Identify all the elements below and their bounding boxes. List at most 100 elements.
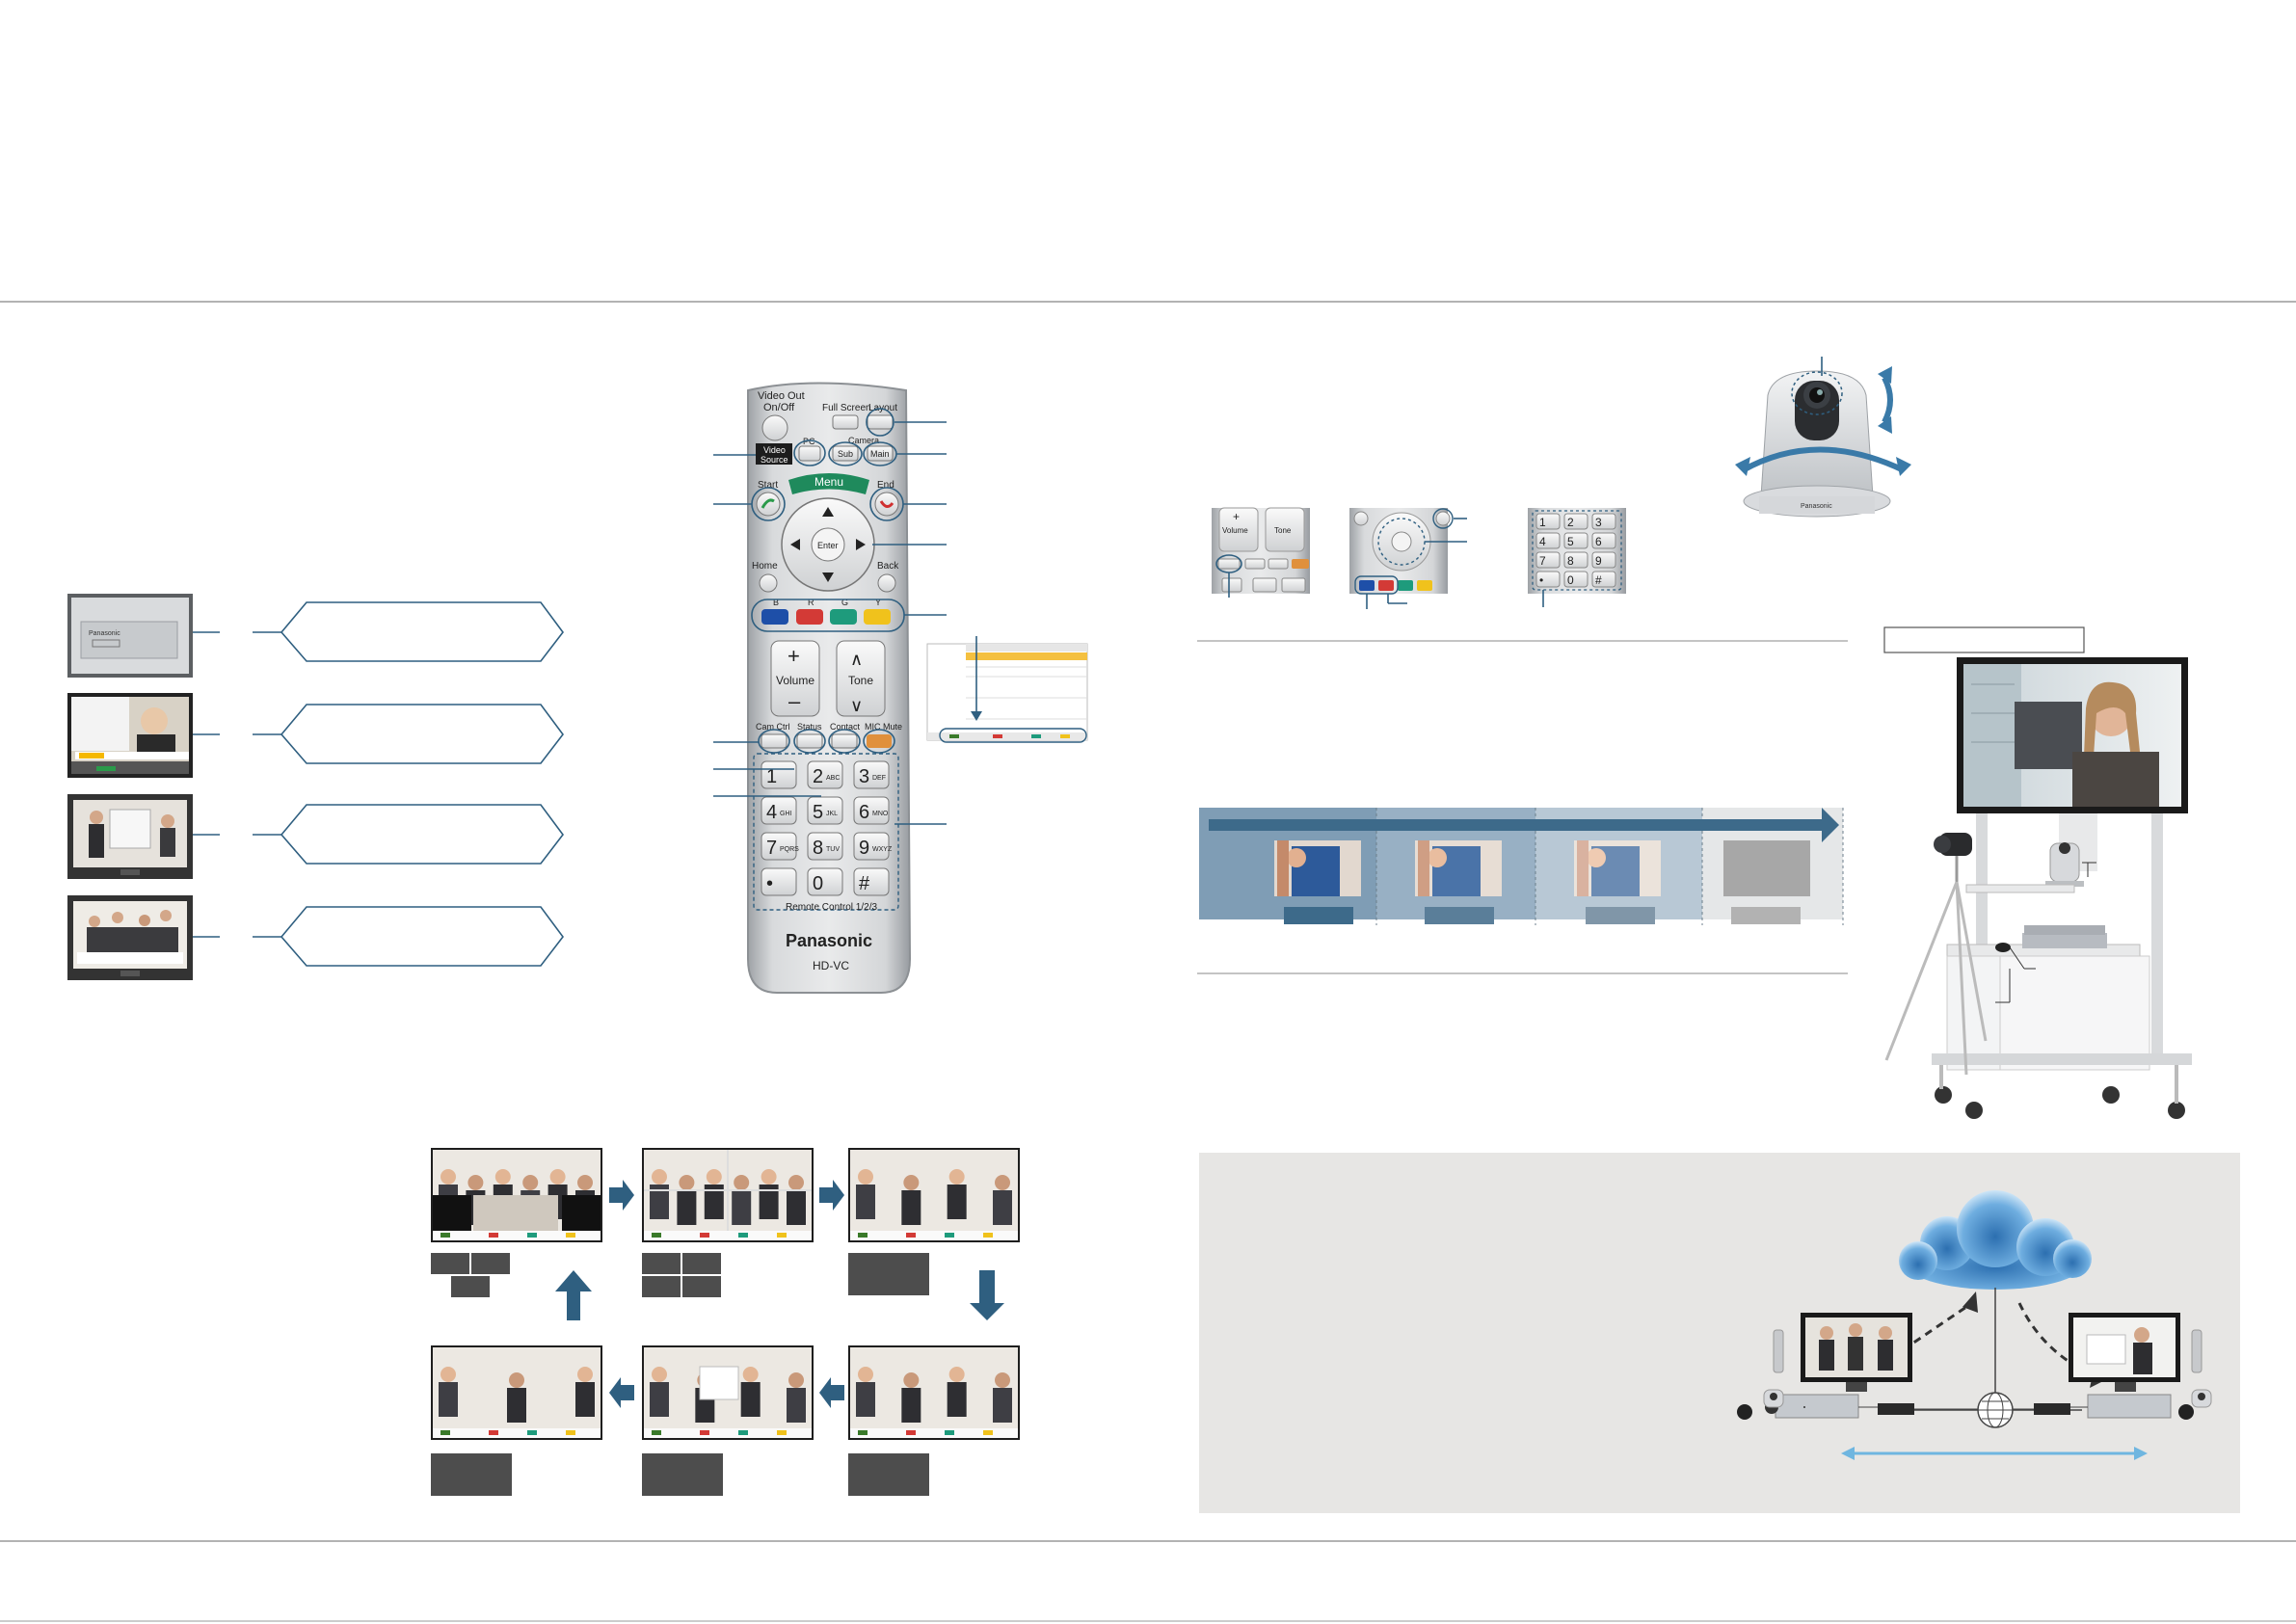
- detail-keypad-number: 8: [1567, 554, 1574, 568]
- keypad-key[interactable]: [761, 796, 797, 825]
- remote-control-label: Remote Control 1/2/3: [786, 902, 877, 913]
- sub-button[interactable]: [832, 445, 859, 462]
- dpad-up-icon[interactable]: [822, 507, 834, 517]
- volume-rocker[interactable]: [770, 640, 820, 717]
- contact-list-thumbnail: [926, 636, 1088, 743]
- keypad-key-number: 3: [859, 766, 869, 787]
- layout-indicator: [471, 1253, 510, 1274]
- detail-keypad-number: #: [1595, 573, 1602, 587]
- keypad-key-letters: JKL: [826, 811, 838, 817]
- keypad-key-number: 8: [813, 838, 823, 859]
- detail-keypad-number: 2: [1567, 516, 1574, 529]
- camera-label: Camera: [848, 436, 879, 445]
- full-screen-button[interactable]: [832, 414, 859, 430]
- keypad-key[interactable]: [807, 867, 843, 896]
- keypad-key[interactable]: [807, 760, 843, 789]
- red-button[interactable]: [796, 609, 823, 625]
- detail-keypad-number: •: [1539, 573, 1543, 587]
- layout-label: Layout: [868, 403, 897, 413]
- enter-label: Enter: [817, 541, 839, 550]
- keypad-key[interactable]: [807, 832, 843, 861]
- keypad-key-letters: DEF: [872, 775, 886, 782]
- sub-label: Sub: [838, 449, 853, 459]
- layout-indicator: [848, 1453, 929, 1496]
- svg-text:–: –: [788, 689, 801, 713]
- arrow-down-icon: [971, 711, 982, 721]
- video-source-button[interactable]: [756, 443, 792, 465]
- detail-keypad-key: [1535, 551, 1561, 569]
- cam-ctrl-button[interactable]: [761, 733, 788, 749]
- yellow-button[interactable]: [864, 609, 891, 625]
- end-button[interactable]: [874, 492, 899, 517]
- dpad-left-icon[interactable]: [790, 539, 800, 550]
- status-label: Status: [797, 722, 822, 732]
- detail-volume-label: Volume: [1222, 526, 1248, 535]
- detail-keypad-key: [1563, 551, 1589, 569]
- detail-keypad-key: [1535, 513, 1561, 530]
- status-button[interactable]: [796, 733, 823, 749]
- arrow-right-icon: [609, 1180, 634, 1211]
- contact-button[interactable]: [831, 733, 858, 749]
- video-out-button[interactable]: [761, 414, 788, 441]
- color-y-label: Y: [875, 598, 881, 607]
- blue-button[interactable]: [761, 609, 788, 625]
- detail-keypad-number: 5: [1567, 535, 1574, 548]
- main-button[interactable]: [867, 445, 894, 462]
- codec-logo: Panasonic: [89, 630, 120, 637]
- keypad-key[interactable]: [853, 760, 890, 789]
- keypad-key[interactable]: [853, 796, 890, 825]
- keypad-key-letters: TUV: [826, 846, 840, 853]
- arrow-right-icon: [819, 1180, 844, 1211]
- svg-text:+: +: [1233, 510, 1240, 523]
- keypad-key[interactable]: [853, 867, 890, 896]
- enter-button[interactable]: [811, 527, 845, 562]
- detail-keypad-key: [1563, 571, 1589, 588]
- on-off-label: On/Off: [763, 402, 795, 413]
- detail-keypad-key: [1535, 532, 1561, 549]
- back-button[interactable]: [877, 573, 896, 593]
- dpad-right-icon[interactable]: [856, 539, 866, 550]
- home-label: Home: [752, 561, 778, 572]
- volume-label: Volume: [776, 674, 814, 687]
- layout-indicator: [431, 1253, 469, 1274]
- pc-label: PC: [803, 437, 815, 446]
- start-label: Start: [758, 480, 778, 491]
- layout-button[interactable]: [867, 414, 894, 430]
- keypad-key-letters: ABC: [826, 775, 840, 782]
- detail-keypad-number: 4: [1539, 535, 1546, 548]
- keypad-key-number: 1: [766, 766, 777, 787]
- mic-mute-button[interactable]: [867, 734, 892, 748]
- dpad-down-icon[interactable]: [822, 572, 834, 582]
- remote-detail-volume: + Volume Tone: [1212, 507, 1310, 598]
- hexagon-callout-2: [280, 704, 565, 764]
- layout-flow: [431, 1148, 1020, 1496]
- detail-keypad-number: 3: [1595, 516, 1602, 529]
- detail-keypad-key: [1591, 551, 1616, 569]
- detail-keypad-number: 7: [1539, 554, 1546, 568]
- video-out-label: Video Out: [758, 390, 805, 402]
- right-ptz-camera: [2191, 1389, 2212, 1408]
- home-button[interactable]: [759, 573, 778, 593]
- keypad-key[interactable]: [807, 796, 843, 825]
- globe-icon: [1977, 1392, 2014, 1428]
- arrow-down-icon: [970, 1270, 1004, 1320]
- pc-button[interactable]: [798, 445, 821, 462]
- menu-button[interactable]: [788, 473, 869, 494]
- keypad-key[interactable]: [761, 867, 797, 896]
- detail-keypad-number: 0: [1567, 573, 1574, 587]
- green-button[interactable]: [830, 609, 857, 625]
- keypad-key[interactable]: [761, 760, 797, 789]
- tone-rocker[interactable]: [836, 640, 886, 717]
- layout-indicator: [451, 1276, 490, 1297]
- keypad-key-number: 4: [766, 802, 777, 823]
- svg-text:+: +: [788, 644, 800, 668]
- detail-keypad-key: [1591, 571, 1616, 588]
- keypad-key[interactable]: [761, 832, 797, 861]
- display-cart: [1884, 657, 2192, 1119]
- menu-label: Menu: [814, 475, 843, 489]
- keypad-key[interactable]: [853, 832, 890, 861]
- detail-keypad-number: 1: [1539, 516, 1546, 529]
- start-button[interactable]: [756, 492, 781, 517]
